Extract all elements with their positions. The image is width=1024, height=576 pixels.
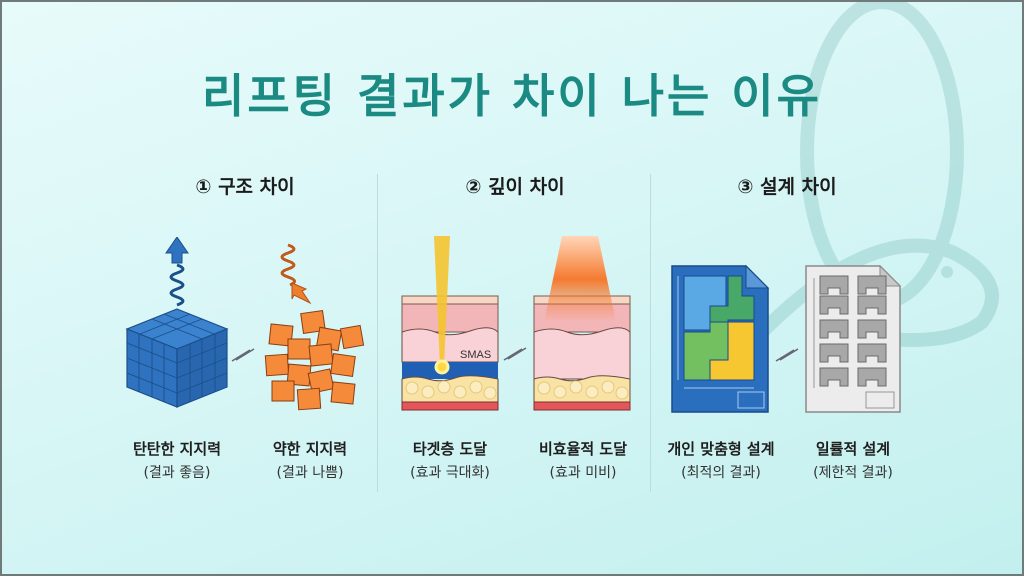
focused-beam-skin-icon: SMAS — [401, 236, 499, 411]
weak-support-sub: (결과 나쁨) — [276, 465, 344, 481]
section-heading: ① 구조 차이 — [195, 176, 295, 198]
section-heading: ③ 설계 차이 — [737, 176, 837, 198]
inefficient-label: 비효율적 도달 — [538, 440, 628, 458]
section-structure: ① 구조 차이 — [110, 172, 380, 481]
lightning-vs-icon — [503, 347, 527, 361]
custom-design-sub: (최적의 결과) — [681, 465, 761, 481]
target-layer-sub: (효과 극대화) — [410, 465, 490, 481]
section-design: ③ 설계 차이 — [652, 172, 922, 481]
section-divider — [377, 174, 378, 492]
diffuse-beam-skin-icon — [533, 236, 631, 411]
target-layer-label: 타겟층 도달 — [412, 440, 488, 458]
lightning-vs-icon — [231, 348, 255, 362]
uniform-design-label: 일률적 설계 — [815, 440, 891, 458]
strong-support-label: 탄탄한 지지력 — [132, 440, 222, 458]
uniform-design-sub: (제한적 결과) — [813, 465, 893, 481]
woven-cube-icon — [125, 237, 229, 408]
smas-layer-label: SMAS — [460, 349, 491, 361]
section-divider — [650, 174, 651, 492]
weak-support-label: 약한 지지력 — [272, 440, 348, 458]
custom-design-label: 개인 맞춤형 설계 — [667, 440, 775, 458]
loose-cubes-icon — [264, 243, 365, 411]
lightning-vs-icon — [775, 348, 799, 362]
section-depth: ② 깊이 차이 SMAS — [380, 172, 650, 481]
inefficient-sub: (효과 미비) — [549, 465, 617, 481]
strong-support-sub: (결과 좋음) — [143, 465, 211, 481]
uniform-blueprint-icon — [805, 264, 902, 413]
page-title: 리프팅 결과가 차이 나는 이유 — [202, 69, 822, 123]
custom-blueprint-icon — [671, 264, 770, 413]
section-heading: ② 깊이 차이 — [465, 176, 565, 198]
